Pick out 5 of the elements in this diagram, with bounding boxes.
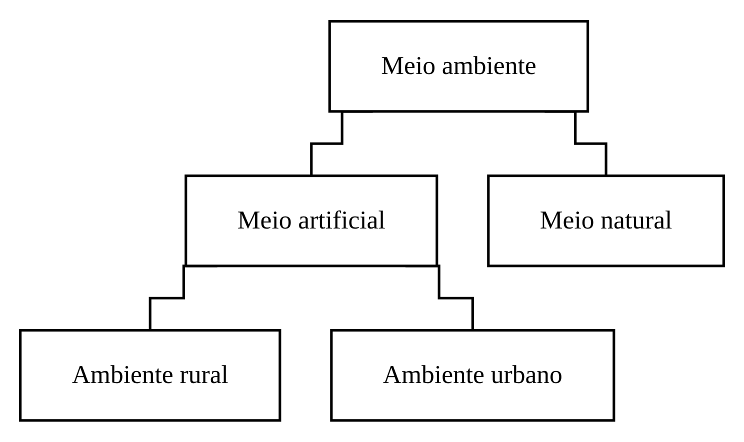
- node-box: Meio natural: [487, 174, 725, 268]
- node-box: Ambiente urbano: [330, 329, 616, 422]
- node-box: Meio artificial: [184, 174, 438, 268]
- node-box: Meio ambiente: [328, 20, 590, 113]
- node-box: Ambiente rural: [19, 329, 282, 422]
